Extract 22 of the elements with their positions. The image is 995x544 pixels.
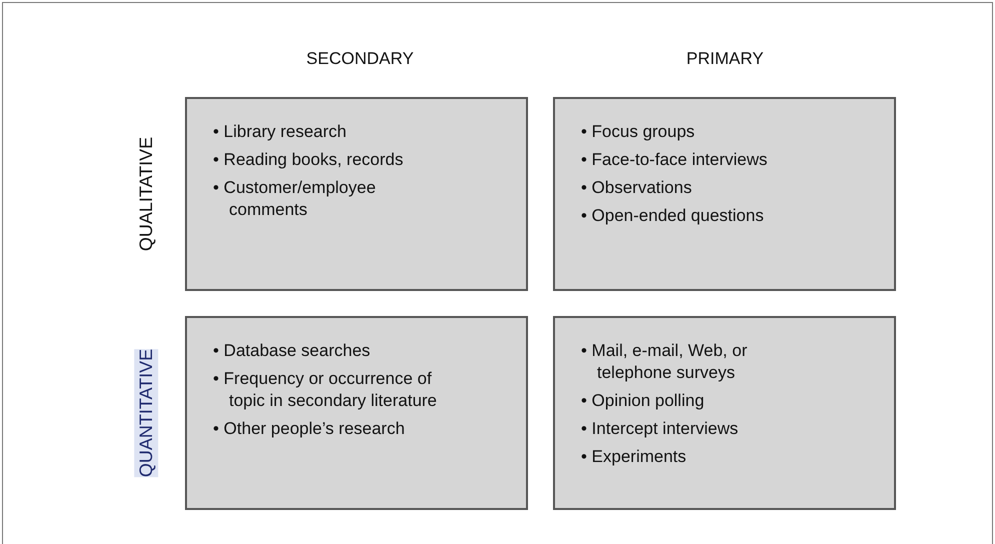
bullet-item: • Reading books, records <box>213 149 404 171</box>
content-box <box>553 316 896 510</box>
bullet-item: • Intercept interviews <box>581 418 740 440</box>
content-box <box>553 97 896 291</box>
content-box <box>185 97 528 291</box>
row-heading: QUALITATIVE <box>135 136 157 251</box>
bullet-item: • Focus groups <box>581 121 696 143</box>
column-heading: PRIMARY <box>685 48 765 70</box>
bullet-item: • Library research <box>213 121 348 143</box>
row-heading: QUANTITATIVE <box>134 348 158 478</box>
bullet-item: • Other people’s research <box>213 418 406 440</box>
content-box <box>185 316 528 510</box>
bullet-item: • Observations <box>581 177 693 199</box>
bullet-item: • Experiments <box>581 446 688 468</box>
bullet-item: • Customer/employee comments <box>213 177 377 221</box>
bullet-item: • Database searches <box>213 340 372 362</box>
column-heading: SECONDARY <box>305 48 415 70</box>
bullet-item: • Mail, e-mail, Web, or telephone surveys <box>581 340 748 384</box>
bullet-item: • Frequency or occurrence of topic in secondary literature <box>213 368 438 412</box>
bullet-item: • Open-ended questions <box>581 205 765 227</box>
bullet-item: • Face-to-face interviews <box>581 149 768 171</box>
bullet-item: • Opinion polling <box>581 390 706 412</box>
